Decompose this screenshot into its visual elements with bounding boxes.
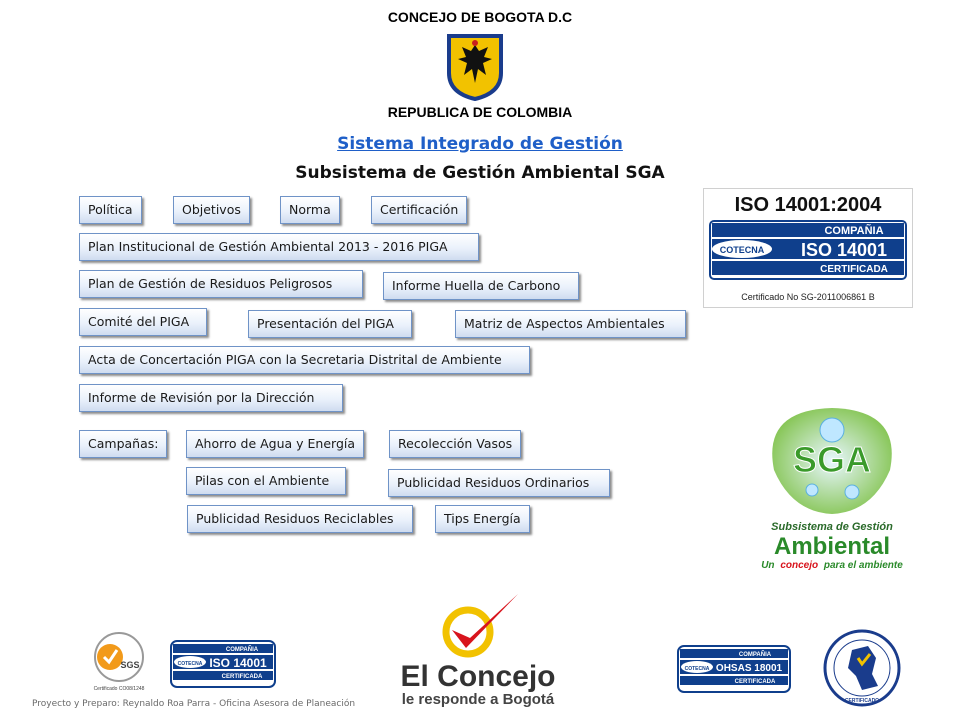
sgs-label: SGS xyxy=(120,660,139,670)
iso-badge-certified: CERTIFICADA xyxy=(820,264,888,275)
recoleccion-vasos-button[interactable]: Recolección Vasos xyxy=(389,430,522,458)
publicidad-reciclables-button[interactable]: Publicidad Residuos Reciclables xyxy=(187,505,413,533)
concejo-slogan: le responde a Bogotá xyxy=(402,691,555,708)
sga-letters: SGA xyxy=(793,439,871,480)
campanas-button[interactable]: Campañas: xyxy=(79,430,168,458)
small-iso-company: COMPAÑIA xyxy=(226,646,259,653)
footer-credit: Proyecto y Preparo: Reynaldo Roa Parra -… xyxy=(32,699,356,709)
plan-institucional-button[interactable]: Plan Institucional de Gestión Ambiental … xyxy=(79,233,479,261)
ntcgp-seal: CERTIFICADO xyxy=(822,628,902,708)
sga-subtitle: Subsistema de Gestión Ambiental SGA xyxy=(295,163,665,183)
sga-line2: Ambiental xyxy=(774,533,890,560)
sga-line1: Subsistema de Gestión xyxy=(771,521,893,533)
small-iso-standard: ISO 14001 xyxy=(209,656,267,670)
iso-badge-brand: COTECNA xyxy=(720,245,765,255)
objetivos-button[interactable]: Objetivos xyxy=(173,196,250,224)
huella-carbono-button[interactable]: Informe Huella de Carbono xyxy=(383,272,579,300)
header-bottom-text: REPUBLICA DE COLOMBIA xyxy=(387,104,573,120)
iso-14001-badge: ISO 14001:2004 COMPAÑIA COTECNA ISO 1400… xyxy=(703,188,913,308)
tips-energia-button[interactable]: Tips Energía xyxy=(435,505,530,533)
sgs-certification-seal: SGS Certificado CO08/1248 xyxy=(88,630,150,692)
ahorro-agua-energia-button[interactable]: Ahorro de Agua y Energía xyxy=(186,430,365,458)
matriz-aspectos-button[interactable]: Matriz de Aspectos Ambientales xyxy=(455,310,686,338)
acta-concertacion-button[interactable]: Acta de Concertación PIGA con la Secreta… xyxy=(79,346,530,374)
iso-badge-heading: ISO 14001:2004 xyxy=(735,194,883,216)
ohsas-18001-badge: COMPAÑIA COTECNA OHSAS 18001 CERTIFICADA xyxy=(677,645,791,695)
sig-title-link[interactable]: Sistema Integrado de Gestión xyxy=(337,134,623,154)
informe-revision-button[interactable]: Informe de Revisión por la Dirección xyxy=(79,384,343,412)
sga-tag-un: Un xyxy=(761,560,774,571)
small-iso-certified: CERTIFICADA xyxy=(222,674,263,680)
iso-badge-company: COMPAÑIA xyxy=(824,224,883,237)
concejo-name: El Concejo xyxy=(400,660,555,693)
pilas-ambiente-button[interactable]: Pilas con el Ambiente xyxy=(186,467,346,495)
el-concejo-logo: El Concejo le responde a Bogotá xyxy=(400,590,580,710)
politica-button[interactable]: Política xyxy=(79,196,142,224)
ohsas-standard: OHSAS 18001 xyxy=(716,663,783,674)
publicidad-ordinarios-button[interactable]: Publicidad Residuos Ordinarios xyxy=(388,469,610,497)
plan-residuos-peligrosos-button[interactable]: Plan de Gestión de Residuos Peligrosos xyxy=(79,270,363,298)
ohsas-brand: COTECNA xyxy=(685,666,710,672)
presentacion-piga-button[interactable]: Presentación del PIGA xyxy=(248,310,412,338)
sgs-cert-text: Certificado CO08/1248 xyxy=(94,686,145,692)
iso-badge-standard: ISO 14001 xyxy=(801,240,887,260)
ohsas-certified: CERTIFICADA xyxy=(735,679,776,685)
small-iso-brand: COTECNA xyxy=(178,661,203,667)
iso-badge-cert-no: Certificado No SG-2011006861 B xyxy=(741,292,874,302)
svg-text:Un concejo para el: Un concejo para el ambiente xyxy=(761,560,903,571)
certificacion-button[interactable]: Certificación xyxy=(371,196,468,224)
ntcgp-certified: CERTIFICADO xyxy=(845,698,879,704)
sga-logo: SGA Subsistema de Gestión Ambiental Un c… xyxy=(752,400,912,575)
sga-tag-concejo: concejo xyxy=(780,560,818,571)
norma-button[interactable]: Norma xyxy=(280,196,340,224)
bogota-coat-of-arms xyxy=(446,33,504,102)
comite-piga-button[interactable]: Comité del PIGA xyxy=(79,308,207,336)
small-iso-14001-badge: COMPAÑIA COTECNA ISO 14001 CERTIFICADA xyxy=(170,640,276,690)
header-top-text: CONCEJO DE BOGOTA D.C xyxy=(387,9,573,25)
ohsas-company: COMPAÑIA xyxy=(739,651,772,658)
sga-tag-rest: para el ambiente xyxy=(823,560,903,571)
